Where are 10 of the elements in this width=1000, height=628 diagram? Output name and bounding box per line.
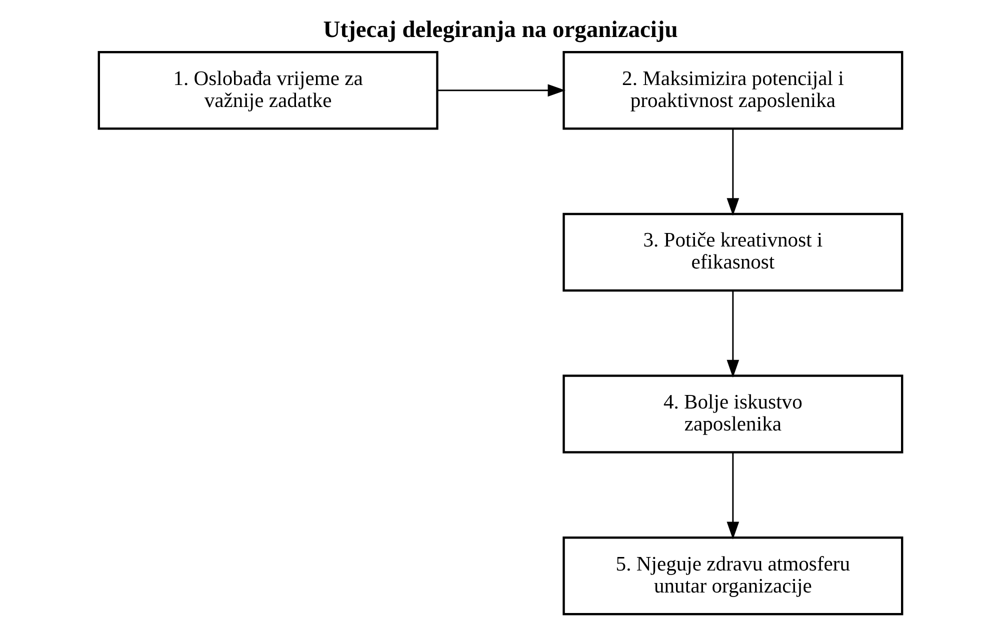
node-box: 4. Bolje iskustvo zaposlenika — [562, 374, 903, 454]
node-box: 1. Oslobađa vrijeme za važnije zadatke — [97, 51, 438, 130]
diagram-title: Utjecaj delegiranja na organizaciju — [322, 17, 678, 44]
node-box: 2. Maksimizira potencijal i proaktivnost zaposlenika — [562, 51, 903, 130]
node-box: 5. Njeguje zdravu atmosferu unutar organizacije — [562, 536, 903, 616]
arrow — [726, 452, 739, 540]
arrow — [726, 128, 739, 216]
arrow — [436, 84, 565, 97]
node-box: 3. Potiče kreativnost i efikasnost — [562, 212, 903, 292]
arrow — [726, 290, 739, 378]
